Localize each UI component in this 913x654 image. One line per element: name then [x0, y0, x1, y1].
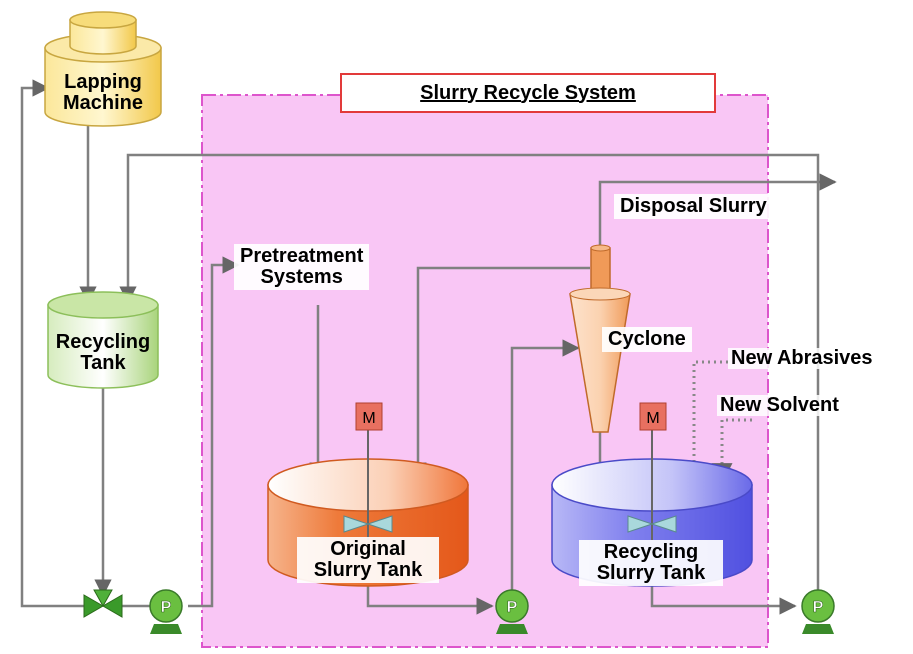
original-tank-line1: Original [330, 538, 406, 560]
mixer-original [343, 430, 393, 540]
pump-icon: P [149, 589, 183, 634]
diagram-title: Slurry Recycle System [420, 81, 636, 104]
cyclone-label: Cyclone [602, 327, 692, 352]
pretreatment-line1: Pretreatment [240, 245, 364, 267]
new-solvent-label: New Solvent [717, 395, 842, 416]
pipe-top-return [119, 153, 820, 598]
pretreatment-label: Pretreatment Systems [234, 244, 370, 290]
feed-new-abrasives [683, 360, 728, 485]
pipe-disposal [598, 173, 837, 250]
lapping-machine-line1: Lapping [64, 71, 142, 93]
pump-label: P [161, 599, 172, 616]
pump-icon: P [495, 589, 529, 634]
new-solvent-text: New Solvent [720, 394, 839, 416]
lapping-machine-line2: Machine [62, 92, 144, 114]
recycling-tank [47, 291, 159, 389]
disposal-slurry-text: Disposal Slurry [620, 195, 767, 217]
pump-label: P [507, 599, 518, 616]
pump-icon: P [801, 589, 835, 634]
new-abrasives-label: New Abrasives [728, 348, 876, 369]
cyclone-text: Cyclone [608, 328, 686, 350]
motor-label: M [646, 410, 659, 427]
recycling-tank-line2: Tank [80, 352, 126, 374]
pipe-pump1-pretreat [188, 256, 240, 608]
feed-new-solvent [711, 418, 752, 485]
disposal-slurry-label: Disposal Slurry [614, 194, 773, 219]
mixer-recycling [627, 430, 677, 540]
recycling-slurry-tank-line2: Slurry Tank [596, 562, 706, 584]
pipe-pump2-cyclone [510, 339, 580, 592]
lapping-machine-label: Lapping Machine [50, 72, 156, 114]
recycling-tank-label: Recycling Tank [46, 332, 160, 374]
original-tank-line2: Slurry Tank [313, 559, 423, 581]
recycling-tank-line1: Recycling [55, 331, 151, 353]
new-abrasives-text: New Abrasives [731, 347, 873, 369]
original-tank-label: Original Slurry Tank [297, 537, 439, 583]
recycling-slurry-tank-label: Recycling Slurry Tank [579, 540, 723, 586]
motor-icon: M [355, 402, 383, 431]
title-box: Slurry Recycle System [340, 73, 716, 113]
pump-label: P [813, 599, 824, 616]
pipe-valve-to-lapping [20, 79, 88, 608]
pipe-cyclone-orig [409, 266, 590, 480]
pretreatment-line2: Systems [260, 266, 343, 288]
three-way-valve [83, 589, 123, 618]
motor-icon: M [639, 402, 667, 431]
pipe-orig-pump2 [366, 585, 494, 615]
pipe-rs-pump3 [650, 585, 797, 615]
recycling-slurry-tank-line1: Recycling [603, 541, 699, 563]
lapping-machine [44, 11, 162, 127]
motor-label: M [362, 410, 375, 427]
